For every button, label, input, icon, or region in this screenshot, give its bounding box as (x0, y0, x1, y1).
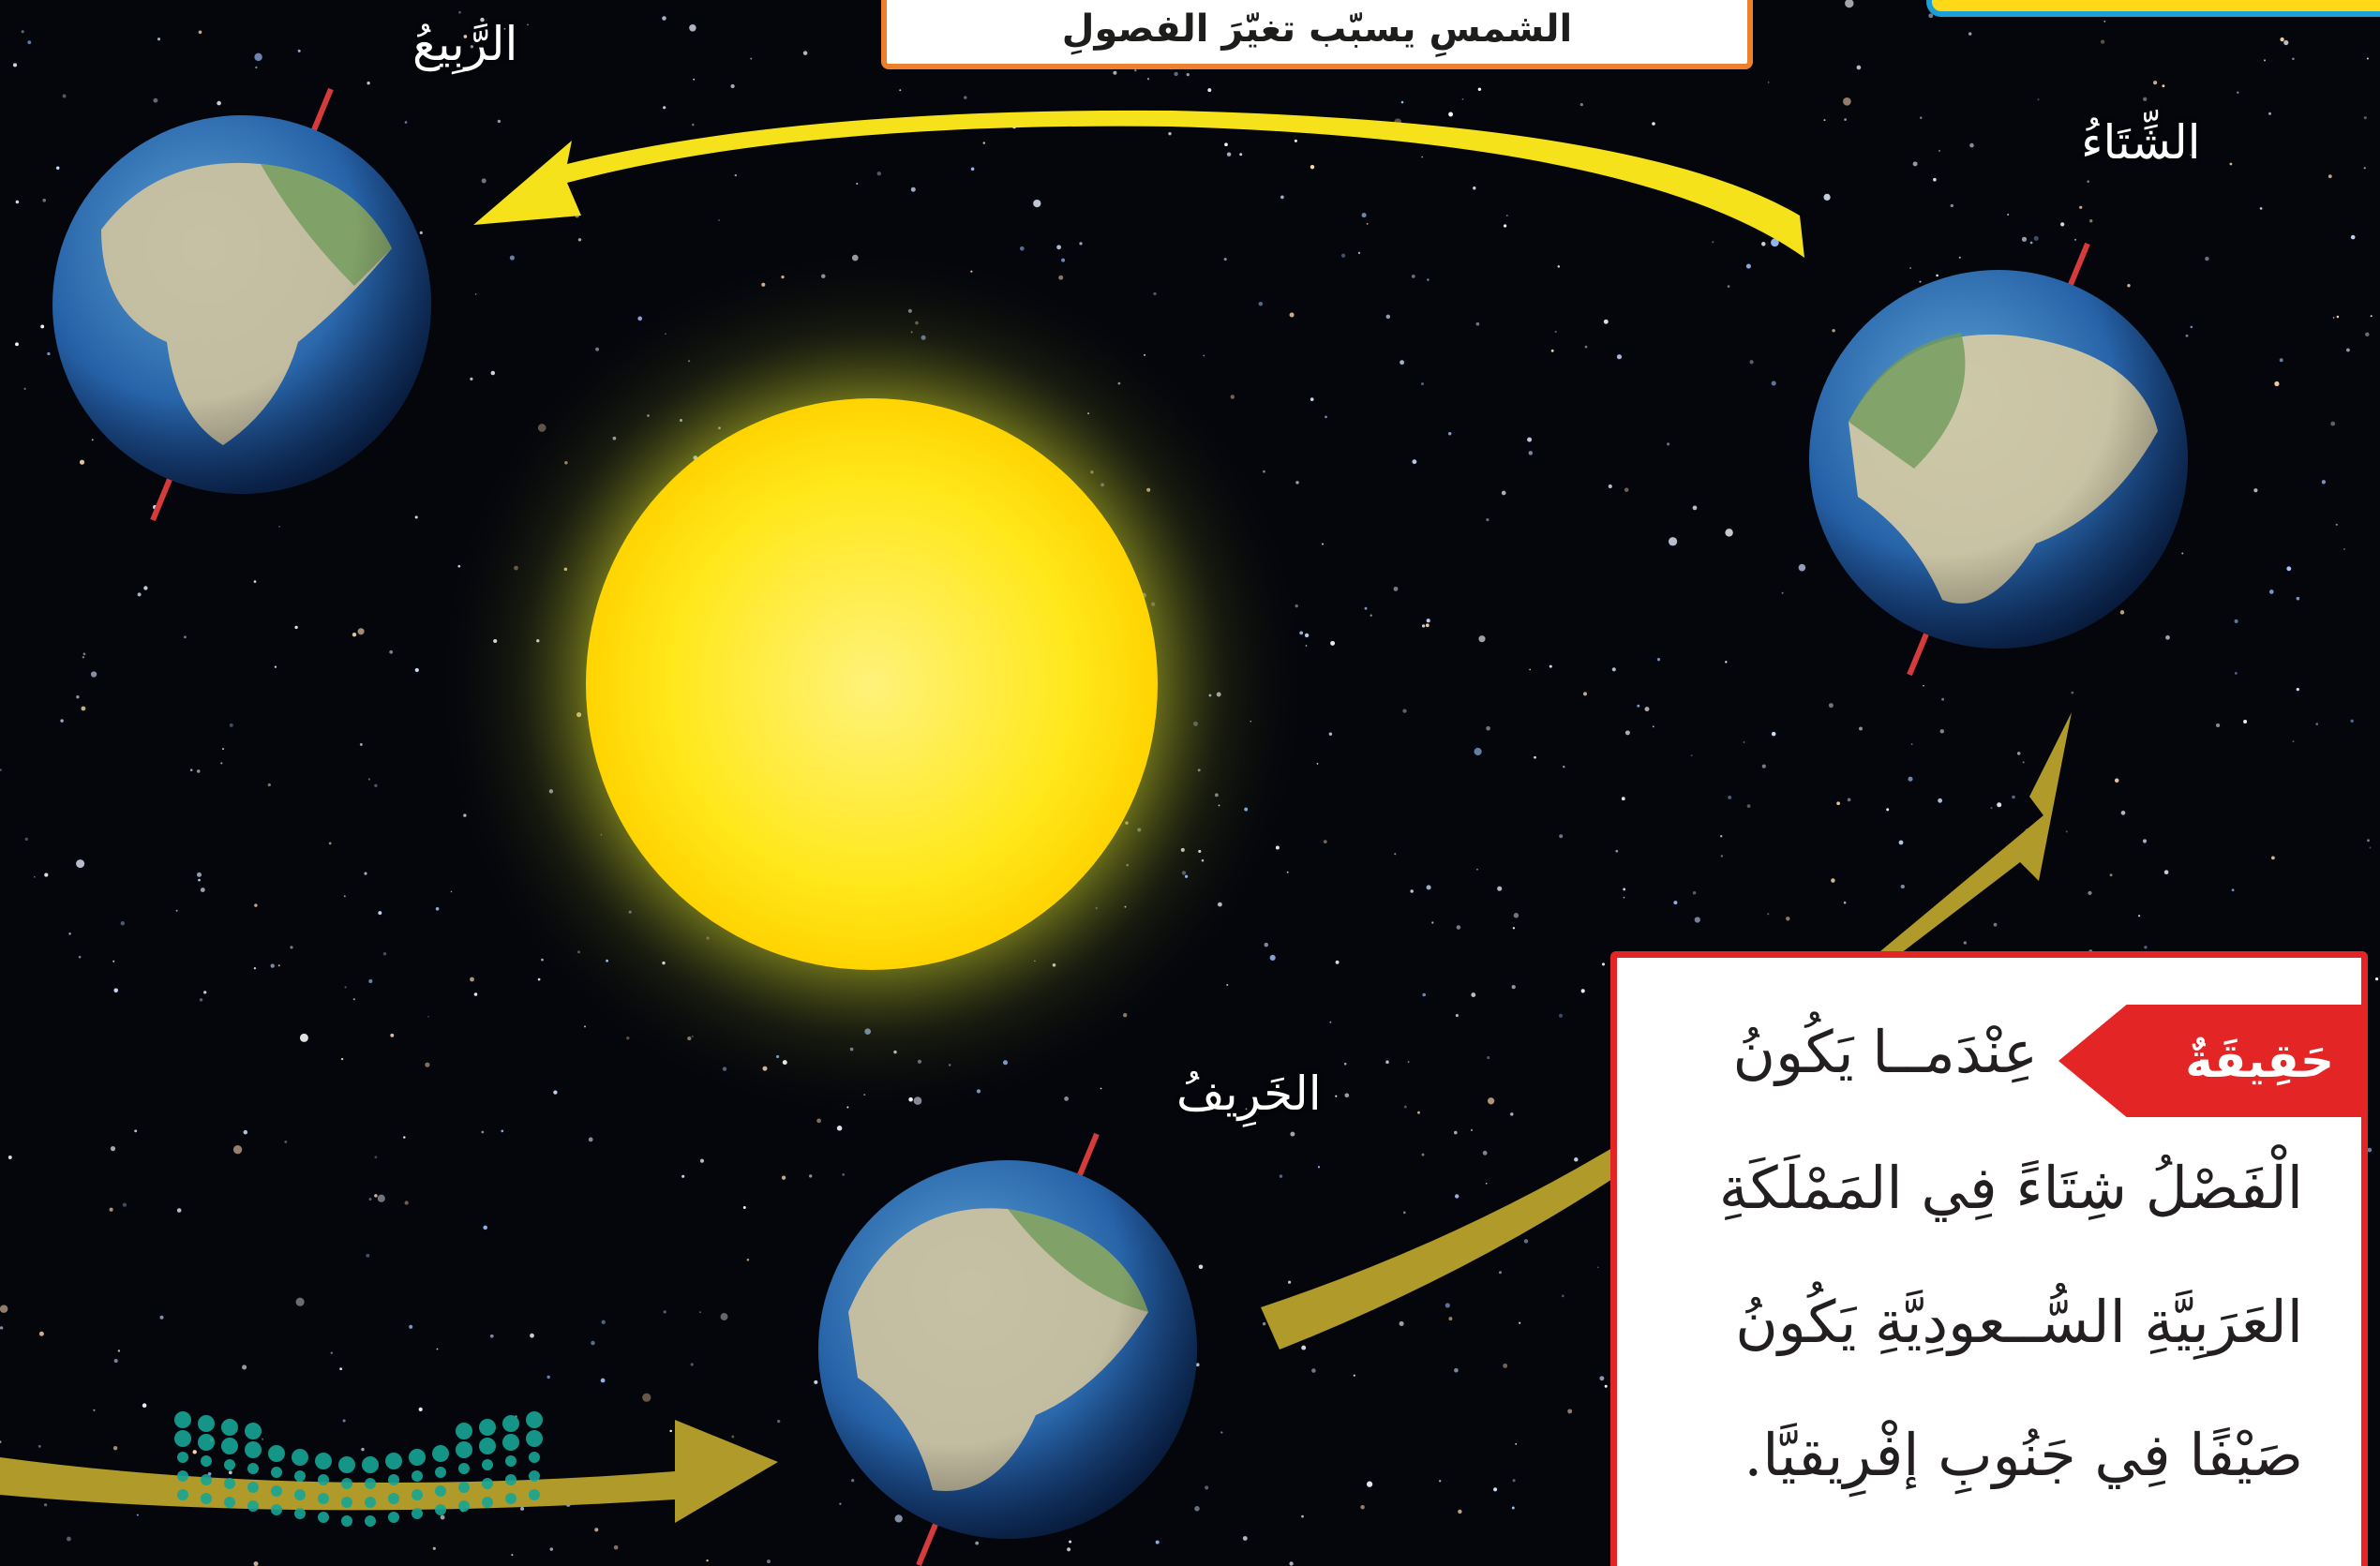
earth-globe-icon-winter (1809, 242, 2188, 677)
fact-box: حَقِيقَةٌ عِنْدَمــا يَكُونُ الْفَصْلُ ش… (1610, 951, 2368, 1566)
fact-text-line: صَيْفًا فِي جَنُوبِ إفْرِيقيَّا. (1744, 1421, 2303, 1489)
fact-text-line: العَرَبِيَّةِ السُّــعودِيَّةِ يَكُونُ (1735, 1288, 2303, 1356)
fact-text-line: الْفَصْلُ شِتَاءً فِي المَمْلَكَةِ (1718, 1154, 2303, 1222)
caption-box: الشمسِ يسبّب تغيّرَ الفصولِ (881, 0, 1753, 69)
orbit-arrow-bottom-left (0, 1420, 778, 1523)
fact-tag: حَقِيقَةٌ (2058, 1005, 2368, 1117)
caption-text: الشمسِ يسبّب تغيّرَ الفصولِ (1061, 7, 1573, 51)
page-corner-tab (1926, 0, 2380, 17)
earth-globe-icon-spring (52, 87, 431, 522)
dotted-logo-icon (174, 1411, 543, 1527)
earth-globe-icon-autumn (818, 1132, 1197, 1566)
season-label-autumn: الخَرِيفُ (1176, 1066, 1322, 1121)
season-label-winter: الشِّتَاءُ (2081, 115, 2201, 170)
season-label-spring: الرَّبِيعُ (412, 17, 518, 71)
sun-icon (431, 244, 1312, 1125)
orbit-arrow-bottom-right (1261, 712, 2072, 1350)
fact-tag-label: حَقِيقَةٌ (2185, 1034, 2334, 1088)
fact-text-line: عِنْدَمــا يَكُونُ (1732, 1018, 2038, 1086)
orbit-arrow-top (473, 110, 1804, 258)
